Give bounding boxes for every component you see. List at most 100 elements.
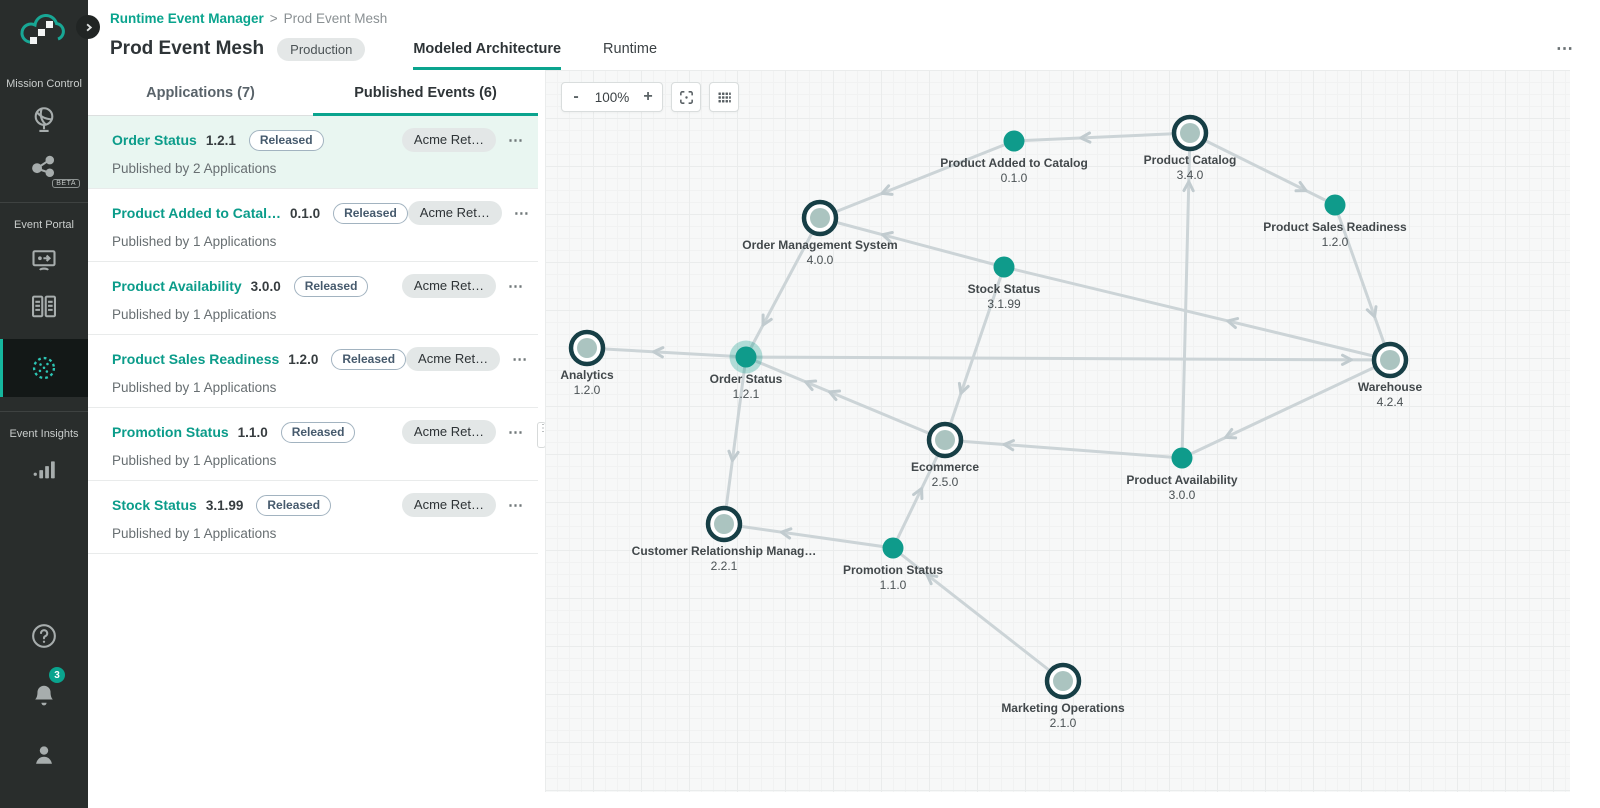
event-list-item[interactable]: Product Added to Catal… 0.1.0 Released A… [88,189,538,262]
released-status-badge: Released [280,421,356,443]
node-version-label: 3.0.0 [1169,488,1196,502]
event-list-item[interactable]: Product Availability 3.0.0 Released Acme… [88,262,538,335]
node-name-label: Marketing Operations [1001,701,1125,715]
page-title: Prod Event Mesh [110,38,265,59]
event-list: Order Status 1.2.1 Released Acme Ret… ⋯ … [88,116,538,554]
application-domain-chip: Acme Ret… [406,347,501,371]
node-version-label: 2.2.1 [711,559,738,573]
layout-grid-icon[interactable] [709,82,739,112]
header-more-menu-icon[interactable]: ⋯ [1556,39,1574,58]
graph-edge-order_status-warehouse [744,353,1392,366]
tab-modeled-architecture[interactable]: Modeled Architecture [413,28,561,70]
row-more-menu-icon[interactable]: ⋯ [512,351,529,368]
designer-icon[interactable] [0,237,88,283]
published-by-text: Published by 1 Applications [112,526,277,541]
application-domain-chip: Acme Ret… [401,128,496,152]
graph-edge-ps-crm [722,522,895,550]
graph-canvas[interactable]: - 100% + [545,70,1570,792]
graph-edge-warehouse-pa [1180,358,1392,460]
event-name-link[interactable]: Promotion Status [112,424,229,440]
event-list-item[interactable]: Promotion Status 1.1.0 Released Acme Ret… [88,408,538,481]
environment-badge: Production [277,37,366,61]
page-header: Runtime Event Manager > Prod Event Mesh Pr… [88,0,1600,70]
breadcrumb: Runtime Event Manager > Prod Event Mesh [110,11,1600,26]
left-nav-sidebar: Mission Control BETA Event Portal [0,0,88,808]
zoom-out-button[interactable]: - [562,83,590,111]
row-more-menu-icon[interactable]: ⋯ [513,205,530,222]
graph-edge-ss-ecommerce [943,265,1006,442]
solace-logo[interactable] [0,0,88,62]
event-list-item[interactable]: Order Status 1.2.1 Released Acme Ret… ⋯ … [88,116,538,189]
node-version-label: 1.2.1 [733,387,760,401]
node-name-label: Product Availability [1126,473,1237,487]
row-more-menu-icon[interactable]: ⋯ [508,424,524,441]
content-row: Applications (7) Published Events (6) Or… [88,70,1600,808]
cluster-manager-globe-icon[interactable] [0,96,88,144]
node-version-label: 4.0.0 [807,253,834,267]
node-name-label: Ecommerce [911,460,979,474]
event-list-item[interactable]: Stock Status 3.1.99 Released Acme Ret… ⋯… [88,481,538,554]
runtime-event-manager-icon[interactable] [0,339,88,397]
sidebar-expand-chevron-button[interactable] [76,15,100,39]
mesh-manager-icon[interactable]: BETA [0,144,88,190]
help-icon[interactable] [29,611,59,664]
tab-applications[interactable]: Applications (7) [146,84,255,101]
event-name-link[interactable]: Product Added to Catal… [112,205,282,221]
node-version-label: 3.4.0 [1177,168,1204,182]
event-version: 1.2.0 [288,351,319,367]
event-version: 1.2.1 [205,132,236,148]
tab-published-events[interactable]: Published Events (6) [313,70,538,116]
catalog-icon[interactable] [0,283,88,331]
released-status-badge: Released [333,202,408,224]
published-by-text: Published by 2 Applications [112,161,277,176]
main-area: Runtime Event Manager > Prod Event Mesh Pr… [88,0,1600,808]
event-name-link[interactable]: Stock Status [112,497,197,513]
zoom-level: 100% [594,89,630,105]
node-name-label: Order Status [710,372,783,386]
graph-edge-ps-ecommerce [891,438,947,550]
zoom-in-button[interactable]: + [634,83,662,111]
graph-edge-ss-oms [818,216,1006,269]
node-name-label: Customer Relationship Manag… [632,544,817,558]
graph-edge-mo-ps [891,546,1065,683]
node-name-label: Promotion Status [843,563,943,577]
graph-edge-warehouse-ss [1002,265,1392,362]
insights-chart-icon[interactable] [0,446,88,492]
row-more-menu-icon[interactable]: ⋯ [508,497,524,514]
graph-edge-oms-order_status [744,216,822,359]
event-list-item[interactable]: Product Sales Readiness 1.2.0 Released A… [88,335,538,408]
row-more-menu-icon[interactable]: ⋯ [508,278,524,295]
breadcrumb-separator: > [269,11,278,26]
published-by-text: Published by 1 Applications [112,307,277,322]
breadcrumb-current: Prod Event Mesh [283,11,388,26]
tab-runtime[interactable]: Runtime [603,41,658,57]
published-by-text: Published by 1 Applications [112,234,277,249]
event-name-link[interactable]: Order Status [112,132,197,148]
graph-edge-pa-ecommerce [943,438,1184,460]
event-name-link[interactable]: Product Sales Readiness [112,351,280,367]
application-domain-chip: Acme Ret… [401,274,496,298]
published-by-text: Published by 1 Applications [112,453,277,468]
node-name-label: Product Added to Catalog [940,156,1088,170]
notifications-bell-icon[interactable]: 3 [30,667,65,723]
released-status-badge: Released [256,494,332,516]
published-by-text: Published by 1 Applications [112,380,277,395]
breadcrumb-parent-link[interactable]: Runtime Event Manager [110,11,264,26]
event-name-link[interactable]: Product Availability [112,278,242,294]
user-profile-icon[interactable] [30,731,58,782]
graph-node-crm[interactable]: Customer Relationship Manag…2.2.1 [632,505,817,573]
row-more-menu-icon[interactable]: ⋯ [508,132,524,149]
fit-to-screen-icon[interactable] [671,82,701,112]
